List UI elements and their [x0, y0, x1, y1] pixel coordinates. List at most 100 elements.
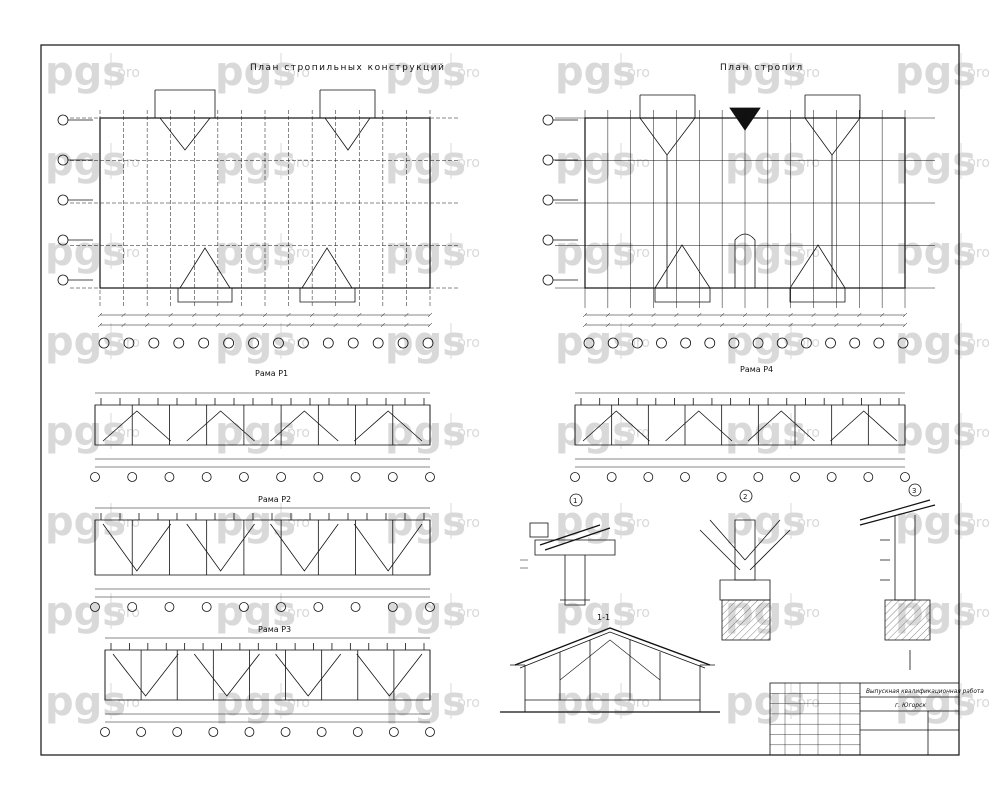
axis-marker	[680, 337, 692, 349]
frame-axis-marker	[280, 727, 291, 737]
watermark-text: pgs	[385, 499, 466, 545]
roof-gridlines	[555, 110, 935, 308]
dimension-tick	[651, 322, 656, 328]
watermark-text: pro	[797, 65, 820, 81]
frame-p1-title: Рама Р1	[255, 369, 288, 378]
node-2-label: 2	[743, 493, 747, 501]
dimension-tick	[674, 322, 679, 328]
watermark-text: pgs	[725, 679, 806, 725]
frame-axis-marker	[208, 727, 219, 737]
frame-brace	[665, 410, 733, 442]
plan-gridlines	[70, 110, 460, 308]
watermark-text: pro	[457, 335, 480, 351]
row-marker	[542, 234, 554, 246]
watermark-text: pgs	[215, 49, 296, 95]
axis-marker	[728, 337, 740, 349]
watermark-text: pro	[457, 245, 480, 261]
frame-brace	[270, 523, 339, 572]
dimension-tick	[97, 312, 103, 318]
row-marker	[542, 274, 554, 286]
watermark-text: pro	[457, 695, 480, 711]
dimension-tick	[215, 312, 221, 318]
dimension-tick	[697, 312, 702, 318]
frame-axis-marker	[201, 602, 212, 612]
watermark-text: pro	[627, 425, 650, 441]
frame-brace	[186, 410, 255, 442]
dimension-tick	[605, 322, 611, 328]
frame-axis-marker	[313, 602, 324, 612]
watermark-text: pgs	[45, 229, 126, 275]
frame-p1: Рама Р1	[90, 369, 435, 482]
dimension-tick	[834, 312, 839, 318]
gable-top-right	[319, 89, 376, 151]
frame-axis-marker	[276, 602, 287, 612]
frame-axis-marker	[387, 472, 398, 482]
watermark-text: pro	[457, 425, 480, 441]
watermark-text: pro	[627, 695, 650, 711]
dimension-tick	[215, 322, 221, 328]
dimension-tick	[262, 322, 268, 328]
watermark-text: pro	[457, 605, 480, 621]
dimension-tick	[582, 322, 588, 328]
frame-axis-marker	[238, 602, 249, 612]
frame-brace	[353, 523, 423, 572]
watermark-text: pgs	[725, 229, 806, 275]
watermark-text: pgs	[45, 49, 126, 95]
watermark-text: pgs	[725, 139, 806, 185]
axis-marker	[583, 337, 595, 349]
watermark-text: pgs	[725, 409, 806, 455]
plan-axis-markers	[98, 337, 434, 349]
frame-axis-marker	[753, 472, 764, 482]
watermark-text: pgs	[45, 409, 126, 455]
dimension-tick	[719, 312, 725, 318]
frame-brace	[582, 410, 650, 442]
frame-axis-marker	[164, 602, 175, 612]
dimension-tick	[286, 322, 291, 328]
title-block-city: г. Югорск	[895, 702, 926, 709]
plan-dimension-lines	[97, 312, 433, 328]
dimension-tick	[192, 312, 197, 318]
watermark-text: pro	[967, 335, 990, 351]
watermark-text: pro	[117, 515, 140, 531]
watermark-text: pro	[287, 155, 310, 171]
dimension-tick	[333, 312, 338, 318]
floor-plan: План стропильных конструкций	[57, 63, 460, 349]
frame-axis-marker	[826, 472, 837, 482]
watermark-text: pgs	[725, 319, 806, 365]
frame-axis-marker	[90, 602, 100, 612]
axis-marker	[198, 337, 210, 349]
dimension-tick	[357, 322, 362, 328]
row-marker	[57, 194, 69, 206]
node-1-detail: 1	[520, 493, 616, 606]
dimension-tick	[262, 312, 268, 318]
frame-axis-marker	[570, 472, 580, 482]
frame-axis-marker	[680, 472, 690, 482]
frame-axis-marker	[900, 472, 910, 482]
roof-gable-top-right	[804, 94, 861, 288]
dimension-tick	[286, 312, 291, 318]
watermark-text: pgs	[895, 139, 976, 185]
frame-axis-marker	[90, 472, 100, 482]
watermark-text: pgs	[725, 49, 806, 95]
axis-marker	[98, 337, 110, 349]
dimension-tick	[357, 312, 362, 318]
watermark-text: pro	[117, 335, 140, 351]
frame-p4: Рама Р4	[570, 365, 910, 482]
watermark-text: pgs	[215, 679, 296, 725]
dimension-tick	[239, 322, 244, 328]
watermark-text: pgs	[895, 49, 976, 95]
watermark-text: pgs	[895, 679, 976, 725]
watermark-text: pro	[627, 65, 650, 81]
watermark-text: pro	[797, 515, 820, 531]
frame-axis-marker	[425, 472, 435, 482]
watermark-text: pgs	[215, 409, 296, 455]
node-3-label: 3	[912, 487, 916, 495]
frame-brace	[193, 653, 260, 697]
watermark-text: pro	[117, 695, 140, 711]
frame-axis-marker	[172, 727, 183, 737]
watermark-text: pgs	[45, 319, 126, 365]
frame-axis-marker	[350, 472, 361, 482]
watermark-text: pgs	[215, 499, 296, 545]
dimension-tick	[380, 312, 386, 318]
frame-axis-marker	[244, 727, 255, 737]
